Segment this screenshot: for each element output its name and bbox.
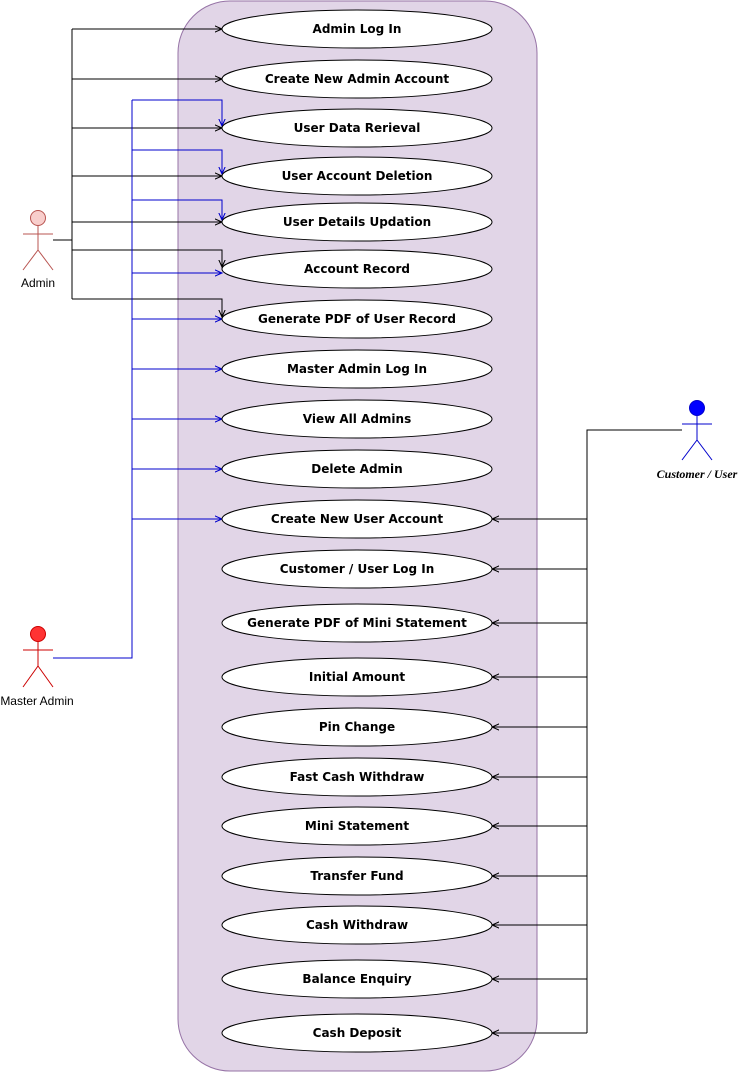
master-admin-actor-head — [30, 626, 46, 642]
use-case-pin-change[interactable]: Pin Change — [221, 707, 493, 747]
use-case-label: Mini Statement — [305, 819, 409, 833]
use-case-label: Pin Change — [319, 720, 395, 734]
use-case-create-new-user-account[interactable]: Create New User Account — [221, 499, 493, 539]
master-admin-actor-leg-left — [22, 665, 39, 688]
admin-actor-leg-right — [37, 249, 54, 271]
customer-actor-label: Customer / User — [657, 467, 738, 481]
use-case-user-details-updation[interactable]: User Details Updation — [221, 202, 493, 242]
use-case-customer-user-log-in[interactable]: Customer / User Log In — [221, 549, 493, 589]
use-case-account-record[interactable]: Account Record — [221, 249, 493, 289]
use-case-label: Initial Amount — [309, 670, 405, 684]
customer-actor-leg-right — [696, 439, 713, 461]
admin-association-line — [72, 249, 222, 267]
admin-actor-head — [30, 210, 46, 226]
use-case-label: Create New Admin Account — [265, 72, 450, 86]
use-case-user-data-rerieval[interactable]: User Data Rerieval — [221, 108, 493, 148]
use-case-ellipse — [221, 905, 493, 945]
use-case-delete-admin[interactable]: Delete Admin — [221, 449, 493, 489]
use-case-ellipse — [221, 757, 493, 797]
use-case-ellipse — [221, 549, 493, 589]
use-case-label: Master Admin Log In — [287, 362, 427, 376]
use-case-ellipse — [221, 707, 493, 747]
use-case-label: Delete Admin — [311, 462, 402, 476]
use-case-label: User Data Rerieval — [294, 121, 421, 135]
use-case-label: View All Admins — [303, 412, 411, 426]
use-case-ellipse — [221, 108, 493, 148]
use-case-cash-withdraw[interactable]: Cash Withdraw — [221, 905, 493, 945]
use-case-label: Generate PDF of User Record — [258, 312, 456, 326]
admin-actor-leg-left — [22, 249, 39, 271]
use-case-ellipse — [221, 499, 493, 539]
admin-association-line — [72, 298, 222, 317]
use-case-label: Fast Cash Withdraw — [290, 770, 425, 784]
admin-actor-label: Admin — [21, 276, 55, 290]
use-case-ellipse — [221, 1013, 493, 1053]
use-case-user-account-deletion[interactable]: User Account Deletion — [221, 156, 493, 196]
master-admin-association-line — [132, 199, 222, 220]
use-cases: Admin Log In Create New Admin AccountUser… — [221, 9, 493, 1053]
use-case-ellipse — [221, 156, 493, 196]
use-case-label: User Account Deletion — [282, 169, 433, 183]
use-case-ellipse — [221, 856, 493, 896]
use-case-ellipse — [221, 603, 493, 643]
master-admin-actor-label: Master Admin — [0, 694, 73, 708]
use-case-label: Create New User Account — [271, 512, 443, 526]
customer-actor-leg-left — [681, 439, 698, 461]
use-case-label: Admin Log In — [313, 22, 402, 36]
use-case-view-all-admins[interactable]: View All Admins — [221, 399, 493, 439]
customer-actor-head — [689, 400, 705, 416]
customer-bus — [586, 429, 682, 1033]
use-case-initial-amount[interactable]: Initial Amount — [221, 657, 493, 697]
use-case-label: Generate PDF of Mini Statement — [247, 616, 467, 630]
use-case-transfer-fund[interactable]: Transfer Fund — [221, 856, 493, 896]
use-case-generate-pdf-of-user-record[interactable]: Generate PDF of User Record — [221, 299, 493, 339]
use-case-fast-cash-withdraw[interactable]: Fast Cash Withdraw — [221, 757, 493, 797]
use-case-mini-statement[interactable]: Mini Statement — [221, 806, 493, 846]
use-case-cash-deposit[interactable]: Cash Deposit — [221, 1013, 493, 1053]
use-case-label: Customer / User Log In — [280, 562, 435, 576]
use-case-label: Transfer Fund — [310, 869, 403, 883]
use-case-ellipse — [221, 959, 493, 999]
use-case-create-new-admin-account[interactable]: Create New Admin Account — [221, 59, 493, 99]
admin-actor[interactable]: Admin — [21, 210, 55, 291]
use-case-admin-log-in[interactable]: Admin Log In — [221, 9, 493, 49]
use-case-balance-enquiry[interactable]: Balance Enquiry — [221, 959, 493, 999]
use-case-label: Cash Withdraw — [306, 918, 408, 932]
master-admin-association-line — [132, 149, 222, 174]
use-case-label: Account Record — [304, 262, 410, 276]
use-case-generate-pdf-of-mini-statement[interactable]: Generate PDF of Mini Statement — [221, 603, 493, 643]
use-case-ellipse — [221, 299, 493, 339]
use-case-ellipse — [221, 399, 493, 439]
use-case-ellipse — [221, 349, 493, 389]
use-case-ellipse — [221, 202, 493, 242]
use-case-ellipse — [221, 449, 493, 489]
use-case-ellipse — [221, 657, 493, 697]
use-case-ellipse — [221, 806, 493, 846]
use-case-label: Cash Deposit — [313, 1026, 402, 1040]
master-admin-bus — [53, 100, 133, 659]
use-case-ellipse — [221, 249, 493, 289]
master-admin-actor-leg-right — [37, 665, 54, 688]
use-case-ellipse — [221, 9, 493, 49]
use-case-label: User Details Updation — [283, 215, 431, 229]
association-lines — [53, 29, 682, 1033]
master-admin-actor[interactable]: Master Admin — [0, 626, 74, 709]
master-admin-association-line — [132, 99, 222, 126]
use-case-master-admin-log-in[interactable]: Master Admin Log In — [221, 349, 493, 389]
use-case-ellipse — [221, 59, 493, 99]
use-case-label: Balance Enquiry — [302, 972, 411, 986]
customer-actor[interactable]: Customer / User — [657, 400, 738, 482]
